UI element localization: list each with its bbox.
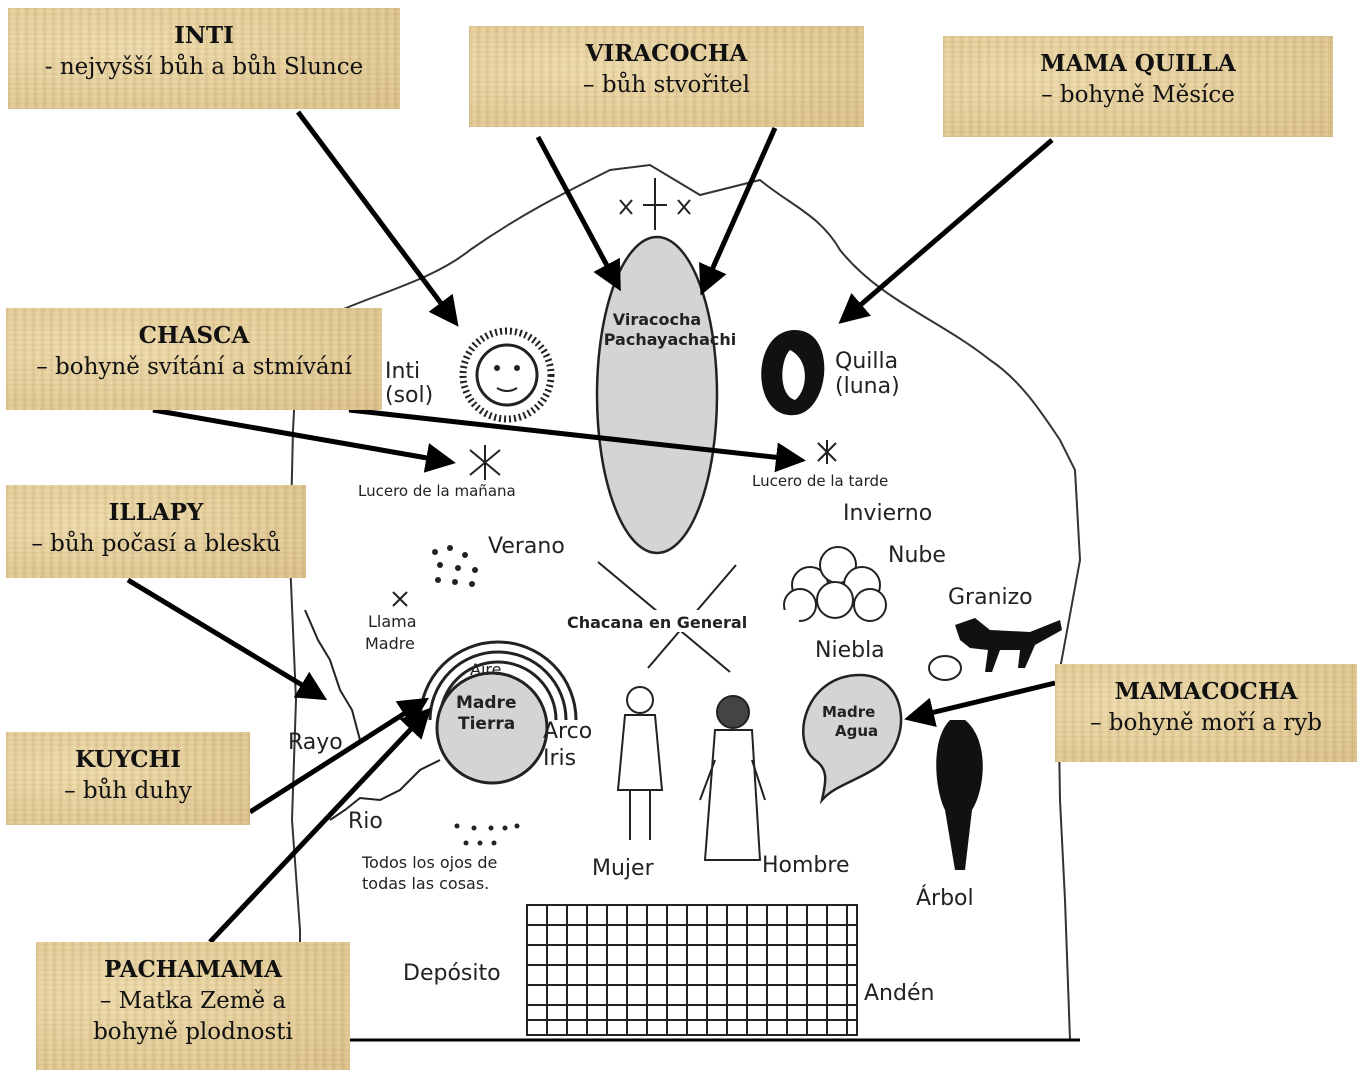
label-viracocha-title: VIRACOCHA: [585, 40, 748, 67]
madre-agua-1: Madre: [822, 703, 875, 721]
label-mamacocha-title: MAMACOCHA: [1114, 678, 1298, 705]
arrow-viracocha-2: [699, 126, 778, 296]
feline-icon: [955, 618, 1062, 672]
viracocha-oval: [595, 235, 719, 555]
label-illapy: ILLAPY – bůh počasí a blesků: [6, 485, 306, 578]
chacana-label-bg: [567, 610, 799, 632]
arrow-chasca-2: [348, 407, 806, 473]
label-mama-quilla: MAMA QUILLA – bohyně Měsíce: [943, 36, 1333, 137]
terrace-grid: [526, 904, 858, 1036]
luna-text: (luna): [835, 374, 900, 399]
label-chasca-title: CHASCA: [138, 322, 250, 349]
sun-icon: [459, 327, 555, 423]
evening-star-icon: [817, 440, 837, 464]
water-bubble-icon: [928, 655, 962, 681]
inti-text: Inti: [385, 359, 420, 384]
todos-2: todas las cosas.: [362, 874, 489, 893]
chacana-text: Chacana en General: [567, 613, 747, 632]
mujer-text: Mujer: [592, 856, 655, 881]
arrow-mama-quilla: [838, 138, 1054, 324]
niebla-text: Niebla: [815, 638, 885, 663]
river-icon: [329, 759, 441, 821]
label-pachamama-title: PACHAMAMA: [104, 956, 282, 983]
invierno-text: Invierno: [843, 501, 932, 526]
llama-star-icon: [392, 591, 408, 607]
label-viracocha: VIRACOCHA – bůh stvořitel: [469, 26, 864, 127]
label-viracocha-desc: – bůh stvořitel: [583, 71, 750, 98]
quilla-text: Quilla: [835, 349, 898, 374]
rio-text: Rio: [348, 809, 383, 834]
madre-tierra-2: Tierra: [458, 714, 515, 734]
water-drop-icon: [802, 673, 903, 805]
arrow-illapy: [126, 577, 328, 701]
label-kuychi: KUYCHI – bůh duhy: [6, 732, 250, 825]
label-kuychi-desc: – bůh duhy: [64, 777, 192, 804]
rayo-text: Rayo: [288, 730, 343, 755]
label-pachamama-desc1: – Matka Země a: [99, 987, 287, 1014]
sol-text: (sol): [385, 383, 433, 408]
arrow-chasca-1: [152, 407, 456, 473]
arco-text: Arco: [543, 719, 592, 744]
arrow-kuychi: [248, 697, 430, 815]
cloud-icon: [783, 546, 887, 622]
iris-text: Iris: [543, 746, 576, 771]
madre-tierra-1: Madre: [456, 693, 516, 713]
lucero-tarde-text: Lucero de la tarde: [752, 472, 888, 490]
stars-top-icon: [619, 178, 691, 230]
tree-icon: [936, 720, 983, 870]
arrow-pachamama: [208, 707, 432, 944]
moon-icon: [761, 330, 825, 416]
summer-stars-icon: [432, 545, 478, 587]
label-pachamama: PACHAMAMA – Matka Země a bohyně plodnost…: [36, 942, 350, 1070]
todos-1: Todos los ojos de: [361, 853, 497, 872]
woman-figure-icon: [616, 686, 664, 840]
pointer-arrows: [126, 110, 1056, 944]
label-chasca: CHASCA – bohyně svítání a stmívání: [6, 308, 382, 410]
label-kuychi-title: KUYCHI: [74, 746, 182, 773]
pachayachachi-text: Pachayachachi: [604, 330, 737, 349]
granizo-text: Granizo: [948, 585, 1033, 610]
arrow-mamacocha: [904, 680, 1056, 727]
arrow-viracocha-1: [535, 135, 621, 292]
label-mamacocha: MAMACOCHA – bohyně moří a ryb: [1055, 664, 1357, 762]
nube-text: Nube: [888, 543, 946, 568]
label-mama-quilla-desc: – bohyně Měsíce: [1041, 81, 1235, 108]
deposito-text: Depósito: [403, 961, 501, 986]
viracocha-text: Viracocha: [613, 310, 701, 329]
label-mamacocha-desc: – bohyně moří a ryb: [1090, 709, 1322, 736]
eyes-dots-icon: [454, 823, 520, 846]
label-illapy-desc: – bůh počasí a blesků: [31, 530, 281, 557]
arrow-inti: [295, 110, 459, 327]
label-mama-quilla-title: MAMA QUILLA: [1040, 50, 1236, 77]
madre-agua-2: Agua: [835, 722, 878, 740]
temple-outline: [288, 163, 1082, 1041]
label-inti-desc: - nejvyšší bůh a bůh Slunce: [44, 53, 364, 80]
llama-madre-text: Madre: [365, 634, 415, 653]
hombre-text: Hombre: [762, 853, 850, 878]
rainbow-icon: [418, 640, 578, 721]
arbol-text: Árbol: [916, 885, 974, 911]
verano-text: Verano: [488, 534, 565, 559]
label-pachamama-desc2: bohyně plodnosti: [93, 1019, 293, 1046]
aire-text: Aire: [470, 660, 501, 679]
lucero-manana-text: Lucero de la mañana: [358, 482, 516, 500]
man-figure-icon: [699, 695, 766, 861]
morning-star-icon: [469, 445, 501, 480]
anden-text: Andén: [864, 981, 934, 1006]
label-chasca-desc: – bohyně svítání a stmívání: [36, 353, 352, 380]
earth-icon: [435, 671, 549, 785]
label-inti-title: INTI: [174, 22, 234, 49]
label-inti: INTI - nejvyšší bůh a bůh Slunce: [8, 8, 400, 109]
llama-text: Llama: [368, 612, 417, 631]
label-illapy-title: ILLAPY: [108, 499, 204, 526]
